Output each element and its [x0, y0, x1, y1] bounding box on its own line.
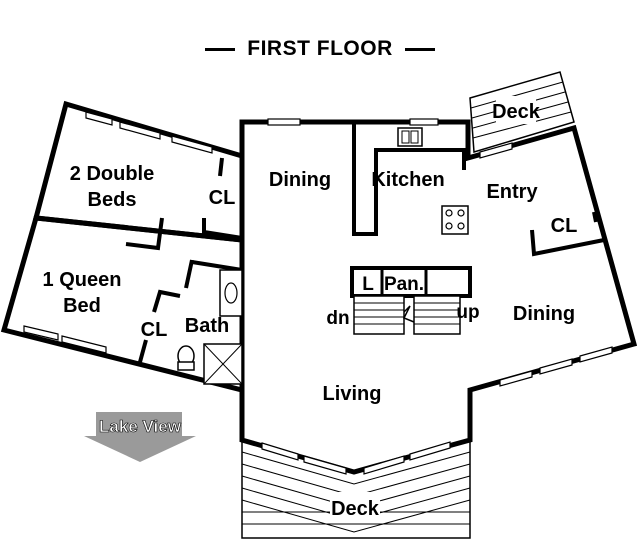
closet-bed2-label: CL — [141, 319, 168, 341]
bath-fixtures — [177, 269, 243, 385]
deck-top-label: Deck — [492, 101, 541, 123]
stairs-up — [413, 295, 461, 335]
deck-top — [469, 71, 575, 153]
bedroom2-label-line1: 1 Queen — [43, 269, 122, 291]
stairs-up-label: up — [456, 302, 479, 323]
bath-label: Bath — [185, 315, 229, 337]
closet-bed1-label: CL — [209, 187, 236, 209]
dining-left-label: Dining — [269, 169, 331, 191]
stairs-down-label: dn — [326, 308, 349, 329]
bedroom1-label-line1: 2 Double — [70, 163, 154, 185]
closet-entry-label: CL — [551, 215, 578, 237]
deck-bottom-label: Deck — [331, 498, 380, 520]
deck-bottom — [241, 439, 471, 539]
windows — [23, 111, 613, 475]
interior-walls — [125, 122, 605, 363]
kitchen-label: Kitchen — [371, 169, 444, 191]
bedroom1-label-line2: Beds — [88, 189, 137, 211]
title-dash-left — [205, 47, 236, 51]
stove-icon — [441, 205, 469, 235]
dining-right-label: Dining — [513, 303, 575, 325]
page-title: FIRST FLOOR — [247, 37, 393, 60]
lake-view-label: Lake View — [99, 417, 182, 436]
living-label: Living — [323, 383, 382, 405]
bedroom2-label-line2: Bed — [63, 295, 101, 317]
linen-label: L — [362, 274, 374, 295]
floor-title-group: FIRST FLOOR — [0, 34, 640, 64]
pantry-label: Pan. — [384, 274, 424, 295]
lake-view-arrow — [84, 412, 196, 462]
kitchen-fixtures — [397, 127, 469, 235]
title-dash-right — [404, 47, 435, 51]
stairwell — [350, 266, 472, 335]
bathtub-icon — [219, 269, 243, 317]
stairs-down — [353, 295, 405, 335]
entry-label: Entry — [486, 181, 538, 203]
sink-icon — [397, 127, 423, 147]
